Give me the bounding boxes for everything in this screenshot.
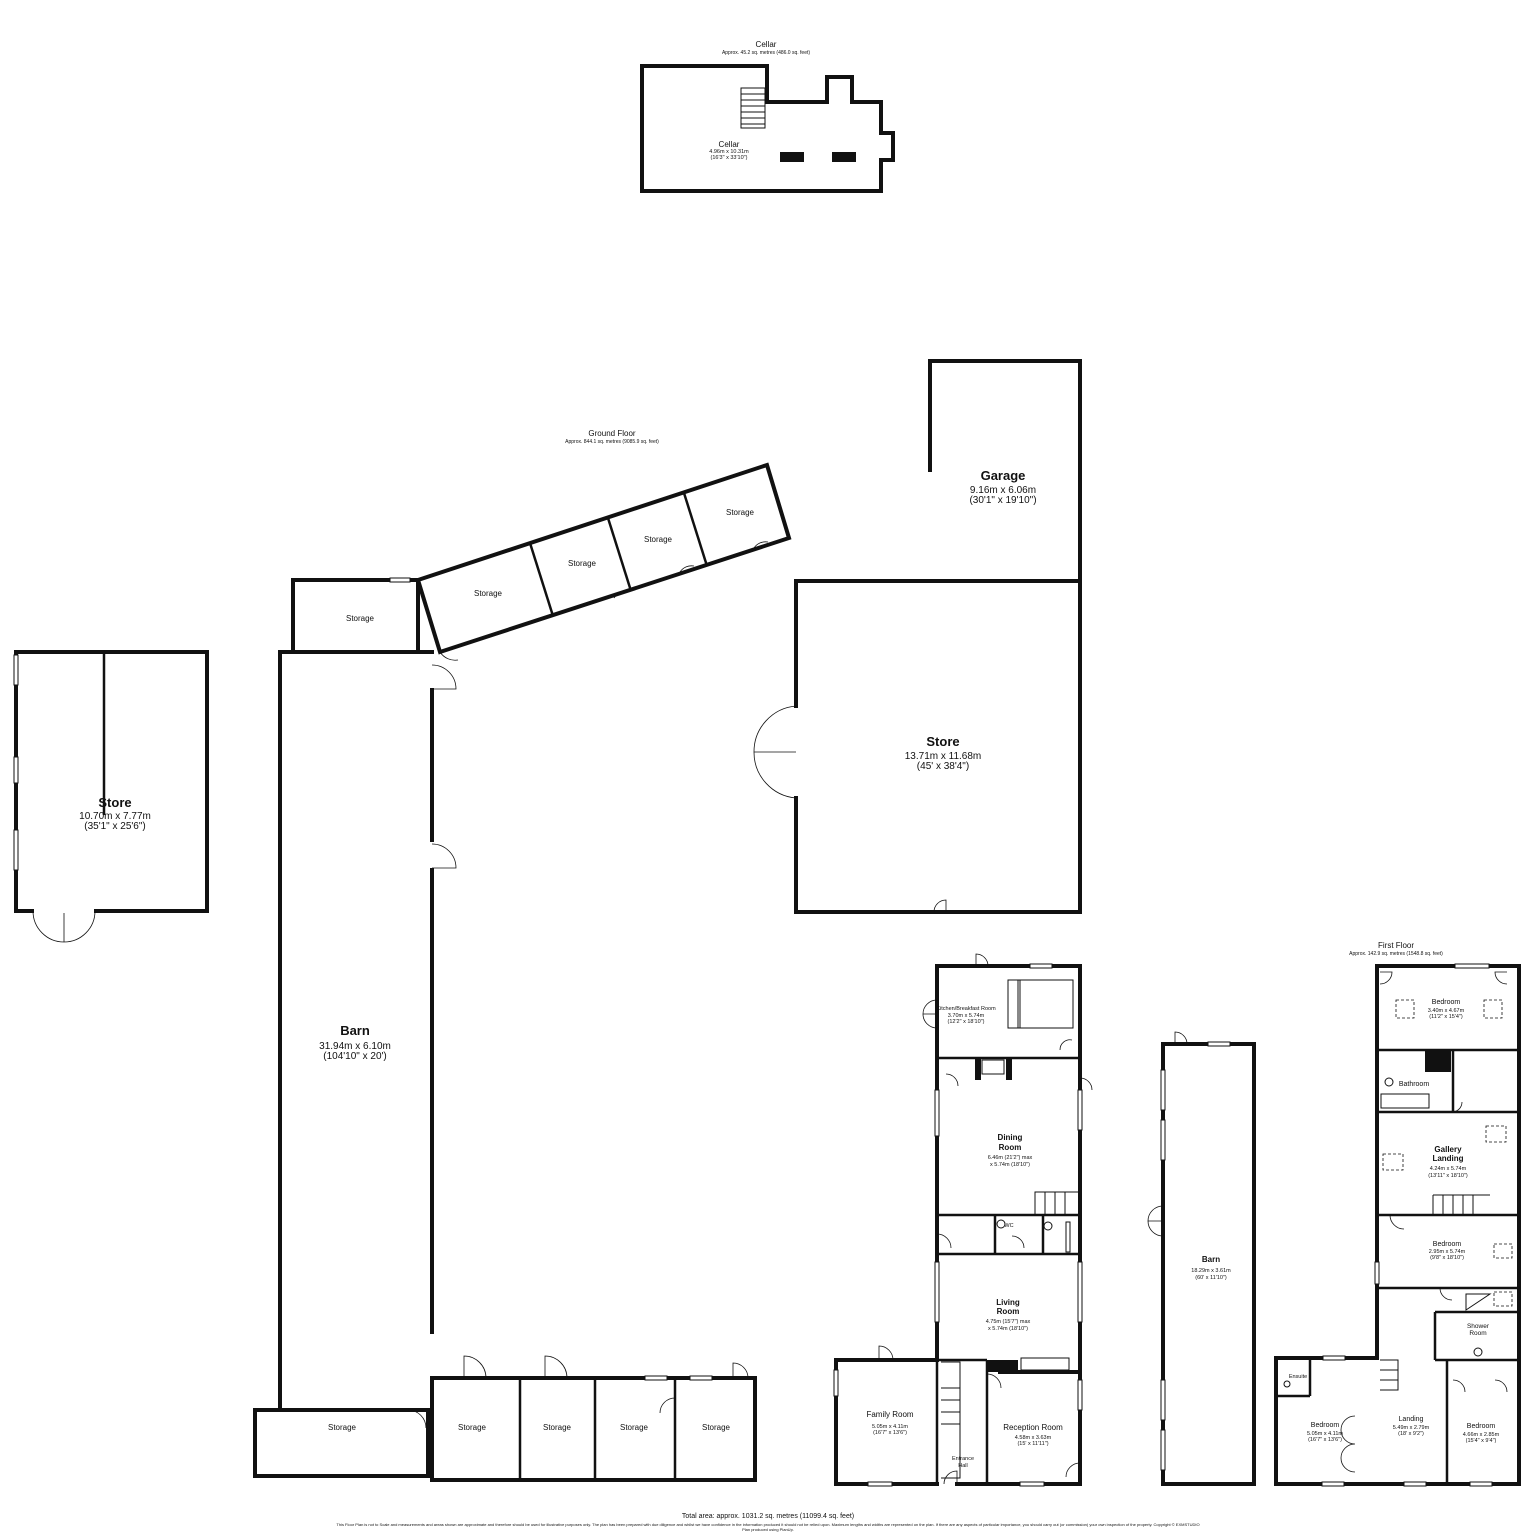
shower-room-label-1: Shower [1467, 1323, 1490, 1330]
bedroom-mid-dim-m: 2.95m x 5.74m [1429, 1249, 1466, 1255]
garage-dim-m: 9.16m x 6.06m [970, 485, 1036, 496]
entrance-hall-label-2: Hall [958, 1463, 967, 1469]
storage-label: Storage [644, 535, 673, 544]
store-right-dim-m: 13.71m x 11.68m [905, 751, 982, 762]
barn-small-label: Barn [1202, 1255, 1220, 1264]
dining-dim-2: x 5.74m (18'10") [990, 1162, 1030, 1168]
cellar-label: Cellar [719, 140, 740, 149]
reception-room-dim-ft: (15' x 11'11") [1017, 1441, 1048, 1447]
living-dim-2: x 5.74m (18'10") [988, 1326, 1028, 1332]
ensuite-label: Ensuite [1289, 1374, 1307, 1380]
house-ground: Kitchen/Breakfast Room 3.70m x 5.74m (12… [833, 953, 1093, 1487]
dining-label-1: Dining [998, 1133, 1023, 1142]
wc-label: WC [1004, 1223, 1013, 1229]
gallery-landing-dim-m: 4.24m x 5.74m [1430, 1166, 1467, 1172]
cellar-pillar [832, 152, 856, 162]
barn-main: Storage Barn 31.94m x 6.10m (104'10" x 2… [278, 577, 457, 1412]
bedroom-right-label: Bedroom [1467, 1423, 1496, 1430]
living-label-2: Room [997, 1307, 1020, 1316]
store-right-dim-ft: (45' x 38'4") [917, 761, 969, 772]
living-dim-1: 4.75m (15'7") max [986, 1319, 1031, 1325]
storage-label: Storage [543, 1423, 572, 1432]
barn-small-dim-ft: (60' x 11'10") [1195, 1275, 1227, 1281]
cellar-area: Approx. 45.2 sq. metres (486.0 sq. feet) [722, 50, 810, 56]
family-room-dim-m: 5.05m x 4.11m [872, 1424, 908, 1430]
kitchen-dim-ft: (12'2" x 18'10") [948, 1019, 985, 1025]
gallery-landing-dim-ft: (13'11" x 18'10") [1428, 1173, 1468, 1179]
cellar-outline [640, 64, 895, 193]
living-label-1: Living [996, 1298, 1020, 1307]
kitchen-label: Kitchen/Breakfast Room [936, 1006, 996, 1012]
storage-label: Storage [726, 508, 755, 517]
storage-label: Storage [328, 1423, 357, 1432]
gallery-landing-label-2: Landing [1432, 1154, 1463, 1163]
landing-dim-m: 5.49m x 2.79m [1393, 1425, 1430, 1431]
bathroom-label: Bathroom [1399, 1081, 1430, 1088]
reception-room-label: Reception Room [1003, 1423, 1063, 1432]
bedroom-left-dim-m: 5.05m x 4.11m [1307, 1431, 1343, 1437]
first-floor-title: First Floor [1378, 941, 1414, 950]
cellar-dim-m: 4.96m x 10.31m [709, 149, 749, 155]
storage-label: Storage [474, 589, 503, 598]
first-floor-area: Approx. 142.9 sq. metres (1548.8 sq. fee… [1349, 951, 1443, 957]
barn-main-dim-ft: (104'10" x 20') [323, 1051, 387, 1062]
shower-room-label-2: Room [1469, 1330, 1486, 1337]
cellar-pillar [780, 152, 804, 162]
entrance-hall-label-1: Entrance [952, 1456, 974, 1462]
barn-main-label: Barn [340, 1023, 370, 1038]
ground-floor-area: Approx. 844.1 sq. metres (9085.9 sq. fee… [565, 439, 659, 445]
landing-dim-ft: (18' x 9'2") [1398, 1431, 1424, 1437]
barn-small: Barn 18.29m x 3.61m (60' x 11'10") [1147, 1031, 1256, 1486]
storage-range-bottom: Storage Storage Storage Storage Storage [253, 1355, 757, 1482]
storage-range-angled: Storage Storage Storage Storage [415, 462, 792, 661]
bedroom-mid-label: Bedroom [1433, 1241, 1462, 1248]
storage-label: Storage [620, 1423, 649, 1432]
cellar-plan: Cellar Approx. 45.2 sq. metres (486.0 sq… [640, 40, 895, 193]
gallery-landing-label-1: Gallery [1434, 1145, 1462, 1154]
bedroom-mid-dim-ft: (9'8" x 18'10") [1430, 1255, 1464, 1261]
store-left-label: Store [98, 795, 131, 810]
storage-label: Storage [568, 559, 597, 568]
bedroom-right-dim-ft: (15'4" x 9'4") [1466, 1438, 1497, 1444]
cellar-title: Cellar [756, 40, 777, 49]
garage-label: Garage [981, 468, 1026, 483]
disclaimer: This Floor Plan is not to Scale and meas… [336, 1522, 1199, 1527]
store-left-dim-m: 10.70m x 7.77m [79, 811, 151, 822]
first-floor-plan: Bedroom 3.40m x 4.67m (11'2" x 15'4") Ba… [1274, 963, 1521, 1487]
garage-dim-ft: (30'1" x 19'10") [969, 495, 1036, 506]
ground-floor-title: Ground Floor [588, 429, 635, 438]
bedroom-top-dim-ft: (11'2" x 15'4") [1429, 1014, 1463, 1020]
bedroom-top-label: Bedroom [1432, 999, 1461, 1006]
store-right: Store 13.71m x 11.68m (45' x 38'4") [753, 579, 1082, 914]
landing-label: Landing [1399, 1416, 1424, 1423]
bedroom-right-dim-m: 4.66m x 2.85m [1463, 1432, 1500, 1438]
dining-label-2: Room [999, 1143, 1022, 1152]
dining-dim-1: 6.46m (21'2") max [988, 1155, 1033, 1161]
storage-label: Storage [702, 1423, 731, 1432]
store-left-dim-ft: (35'1" x 25'6") [84, 821, 146, 832]
plan-credit: Plan produced using PlanUp. [742, 1527, 794, 1532]
storage-label: Storage [458, 1423, 487, 1432]
cellar-dim-ft: (16'3" x 33'10") [711, 155, 748, 161]
store-right-label: Store [926, 734, 959, 749]
cellar-stairs [740, 87, 766, 129]
storage-label: Storage [346, 614, 375, 623]
kitchen-dim-m: 3.70m x 5.74m [948, 1013, 985, 1019]
family-room-label: Family Room [866, 1410, 913, 1419]
garage: Garage 9.16m x 6.06m (30'1" x 19'10") [928, 359, 1082, 583]
barn-main-dim-m: 31.94m x 6.10m [319, 1041, 391, 1052]
bedroom-left-label: Bedroom [1311, 1422, 1340, 1429]
bedroom-top-dim-m: 3.40m x 4.67m [1428, 1008, 1465, 1014]
store-left: Store 10.70m x 7.77m (35'1" x 25'6") [13, 650, 209, 943]
family-room-dim-ft: (16'7" x 13'6") [873, 1430, 907, 1436]
bedroom-left-dim-ft: (16'7" x 13'6") [1308, 1437, 1342, 1443]
barn-small-dim-m: 18.29m x 3.61m [1191, 1268, 1231, 1274]
total-area: Total area: approx. 1031.2 sq. metres (1… [682, 1513, 854, 1520]
reception-room-dim-m: 4.58m x 3.63m [1015, 1435, 1052, 1441]
